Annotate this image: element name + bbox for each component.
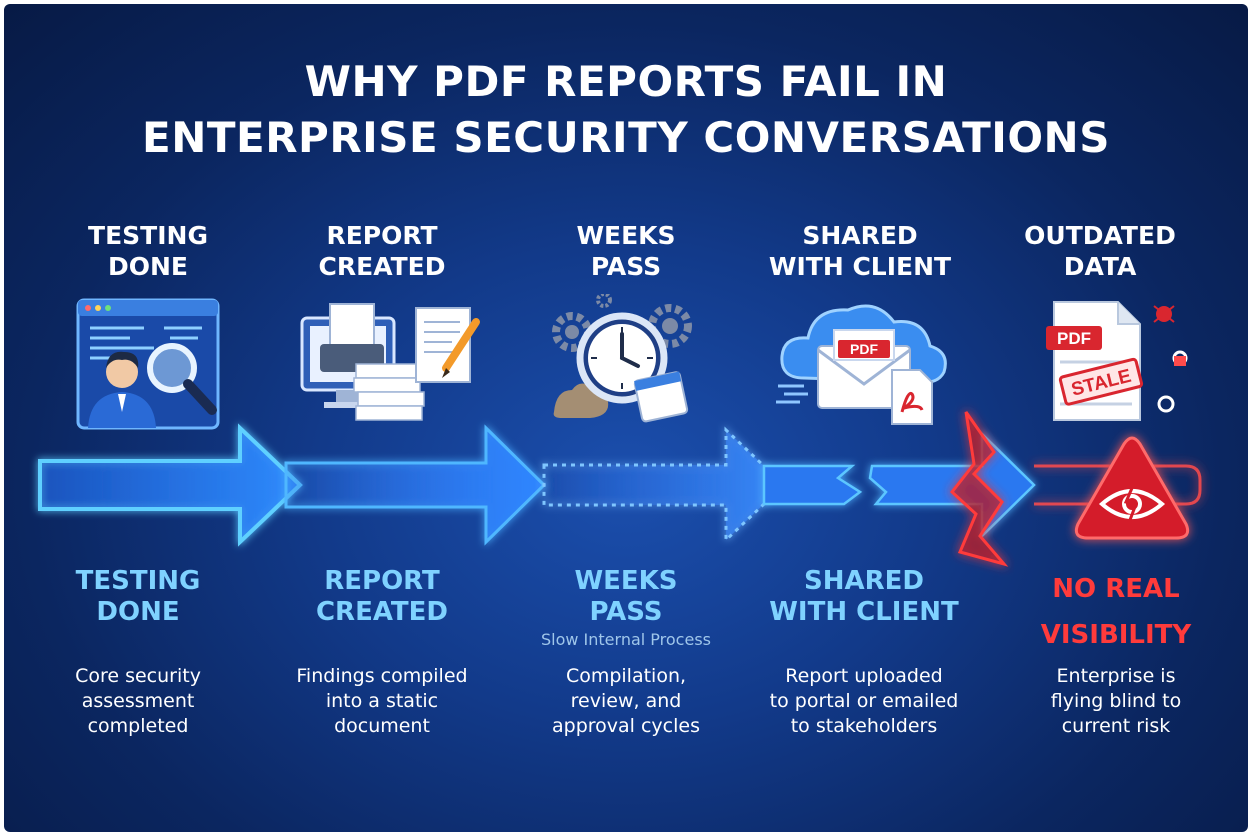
step-1-label: TESTING DONE [18,566,258,628]
step-5-top-title: OUTDATED DATA [980,220,1220,282]
step-2-top-line-1: REPORT [326,221,438,250]
step-5-label-line-1: NO REAL [1052,574,1180,604]
step-3-desc-line-1: Compilation, [565,665,687,687]
step-5-description: Enterprise is flying blind to current ri… [996,664,1236,739]
step-2-label-line-1: REPORT [324,566,440,596]
infographic-canvas: WHY PDF REPORTS FAIL IN ENTERPRISE SECUR… [4,4,1248,832]
step-4-top-line-2: WITH CLIENT [768,252,952,281]
step-1-label-line-2: DONE [96,597,180,627]
step-2-desc-line-1: Findings compiled [296,665,468,687]
step-1-desc-line-2: assessment [81,690,195,712]
step-4-label-line-2: WITH CLIENT [769,597,959,627]
step-4-label: SHARED WITH CLIENT [744,566,984,628]
eye-icon [1098,487,1166,521]
title-line-2: ENTERPRISE SECURITY CONVERSATIONS [142,113,1110,162]
step-1-description: Core security assessment completed [18,664,258,739]
arrow-4-left-segment [762,464,863,506]
step-1-desc-line-1: Core security [75,665,201,687]
arrow-4-right-segment [868,431,1036,539]
pdf-badge-1: PDF [850,341,878,357]
step-1-label-line-1: TESTING [75,566,201,596]
step-3-label: WEEKS PASS [506,566,746,628]
step-5-label-line-2: VISIBILITY [1040,620,1192,650]
arrow-1 [38,423,303,547]
pdf-badge-2: PDF [1057,329,1091,348]
step-5-desc-line-1: Enterprise is [1056,665,1176,687]
step-3-label-line-1: WEEKS [574,566,678,596]
arrow-2 [284,424,547,546]
step-5-top-line-1: OUTDATED [1024,221,1176,250]
step-4-desc-line-3: to stakeholders [790,715,938,737]
step-5-desc-line-2: flying blind to [1050,690,1182,712]
step-3-description: Compilation, review, and approval cycles [506,664,746,739]
step-4-label-line-1: SHARED [804,566,924,596]
step-3-top-line-2: PASS [590,252,662,281]
step-3-top-title: WEEKS PASS [506,220,746,282]
step-3-top-line-1: WEEKS [576,221,676,250]
report-printer-icon [300,303,480,421]
step-1-desc-line-3: completed [87,715,189,737]
step-2-label: REPORT CREATED [262,566,502,628]
step-5-label: NO REAL VISIBILITY [996,566,1236,658]
arrow-3 [542,426,787,544]
step-2-desc-line-3: document [334,715,430,737]
tester-laptop-icon [76,298,220,430]
step-2-top-line-2: CREATED [318,252,446,281]
lightning-crack [949,411,1009,567]
step-3-desc-line-2: review, and [570,690,682,712]
step-2-description: Findings compiled into a static document [262,664,502,739]
step-1-top-title: TESTING DONE [28,220,268,282]
step-4-description: Report uploaded to portal or emailed to … [744,664,984,739]
step-1-top-line-1: TESTING [88,221,208,250]
step-2-desc-line-2: into a static [325,690,439,712]
step-4-top-line-1: SHARED [802,221,918,250]
step-2-label-line-2: CREATED [315,597,449,627]
step-4-top-title: SHARED WITH CLIENT [740,220,980,282]
step-3-label-line-2: PASS [589,597,663,627]
step-2-top-title: REPORT CREATED [262,220,502,282]
flow-arrows [38,411,1202,567]
step-5-top-line-2: DATA [1063,252,1137,281]
step-4-desc-line-2: to portal or emailed [769,690,959,712]
clock-gears-calendar-icon [552,294,692,423]
red-fading-bar [1034,464,1202,506]
step-4-desc-line-1: Report uploaded [785,665,943,687]
cloud-email-pdf-icon: PDF [776,304,947,425]
step-3-subtitle: Slow Internal Process [540,630,711,649]
stale-pdf-icon: PDF STALE [1046,301,1188,421]
title-line-1: WHY PDF REPORTS FAIL IN [304,57,948,106]
step-1-top-line-2: DONE [107,252,188,281]
step-5-desc-line-3: current risk [1061,715,1171,737]
step-3-desc-line-3: approval cycles [552,715,700,737]
